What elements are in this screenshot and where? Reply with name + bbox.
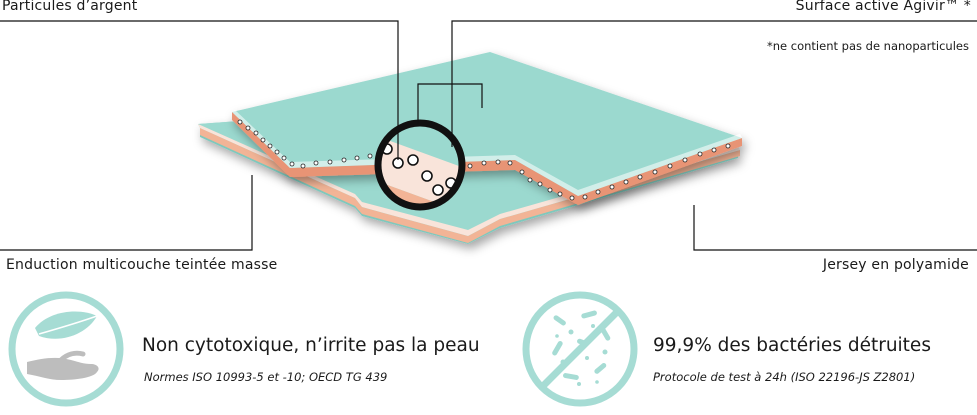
- feature-2-subtitle: Protocole de test à 24h (ISO 22196-JS Z2…: [653, 370, 916, 384]
- label-silver-particles: Particules d’argent: [2, 0, 138, 14]
- no-bacteria-icon: [522, 291, 638, 407]
- label-coating: Enduction multicouche teintée masse: [6, 257, 278, 273]
- feature-1-subtitle: Normes ISO 10993-5 et -10; OECD TG 439: [144, 370, 388, 384]
- feather-hand-icon: [8, 291, 124, 407]
- feature-2-title: 99,9% des bactéries détruites: [653, 335, 931, 356]
- silver-particles: [237, 119, 731, 201]
- leader-lines: [0, 20, 977, 251]
- feature-1-title: Non cytotoxique, n’irrite pas la peau: [142, 335, 480, 356]
- label-active-surface: Surface active Agivir™ *: [795, 0, 971, 14]
- active-surface-layer: [232, 52, 742, 205]
- label-jersey: Jersey en polyamide: [822, 257, 969, 273]
- magnifier-lens: [374, 119, 466, 211]
- label-no-nanoparticles-note: *ne contient pas de nanoparticules: [767, 39, 969, 53]
